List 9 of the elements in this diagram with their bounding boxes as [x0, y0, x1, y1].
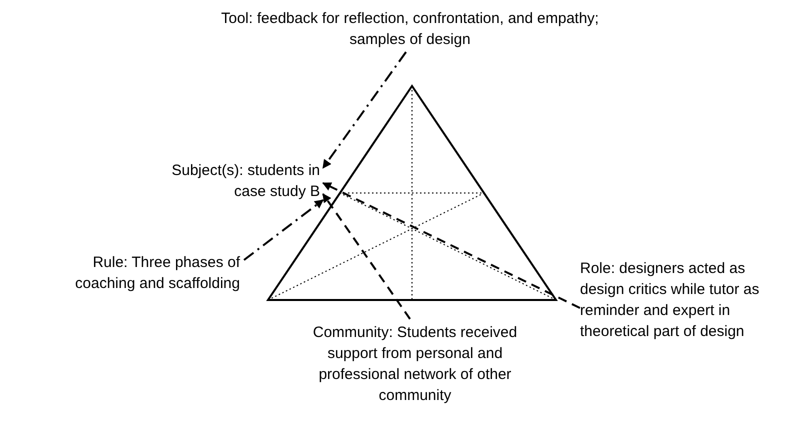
node-label: Subject(s): students in case study B: [170, 161, 320, 202]
arrow: [322, 182, 580, 309]
arrow: [322, 51, 407, 169]
node-label: Role: designers acted as design critics while tutor as reminder and expert in theoretical part of design: [580, 259, 760, 342]
node-label: Tool: feedback for reflection, confrontation, and empathy; samples of design: [220, 9, 600, 50]
arrow: [322, 193, 411, 320]
arrow: [243, 199, 324, 261]
node-label: Rule: Three phases of coaching and scaffolding: [74, 253, 240, 294]
node-label: Community: Students received support from personal and professional network of other community: [312, 323, 518, 406]
